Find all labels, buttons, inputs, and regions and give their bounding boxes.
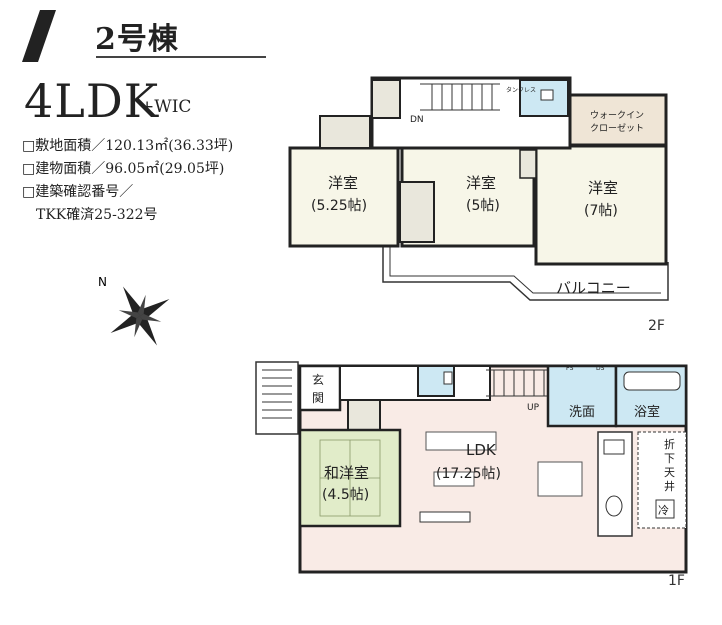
toilet-tank-label: タンクレス xyxy=(506,86,536,94)
ceiling-label-4: 井 xyxy=(664,479,675,493)
room-east-size: (7帖) xyxy=(584,203,618,219)
spec-land-area: □敷地面積／120.13㎡(36.33坪) xyxy=(22,138,234,154)
ceiling-label-1: 折 xyxy=(664,437,675,451)
floor-1-plan: 玄 関 UP PS DS 洗面 浴室 和洋室 (4.5帖) xyxy=(255,361,688,574)
layout-type: 4LDK xyxy=(24,74,160,128)
wic-label-1: ウォークイン xyxy=(590,110,644,121)
room-west xyxy=(288,146,400,248)
ceiling-label-2: 下 xyxy=(664,452,675,465)
wic-label-2: クローゼット xyxy=(590,122,644,134)
room-west-name: 洋室 xyxy=(328,174,358,192)
washroom xyxy=(546,364,618,428)
ldk-name: LDK xyxy=(466,441,497,459)
title-slash-mark xyxy=(22,10,56,62)
room-west-size: (5.25帖) xyxy=(311,198,367,214)
entrance-label-1: 玄 xyxy=(312,372,324,387)
floor-2-plan: バルコニー ウォークイン クローゼット タンクレス DN 洋室 (5.25帖) xyxy=(288,76,669,301)
room-middle-name: 洋室 xyxy=(466,174,496,192)
fridge-label: 冷 xyxy=(658,504,669,517)
walk-in-closet xyxy=(568,93,668,147)
japanese-room-name: 和洋室 xyxy=(324,464,369,482)
washroom-label: 洗面 xyxy=(569,405,595,420)
entrance-label-2: 関 xyxy=(312,391,324,405)
layout-extra: +WIC xyxy=(140,97,192,117)
closet-w xyxy=(319,115,371,149)
japanese-room-size: (4.5帖) xyxy=(322,487,369,503)
title-underline xyxy=(96,56,266,58)
balcony-label: バルコニー xyxy=(556,279,631,297)
building-title: 2号棟 xyxy=(95,22,179,57)
spec-permit-number: TKK確済25-322号 xyxy=(36,207,158,223)
stairs-up-label: UP xyxy=(527,403,540,413)
balcony-rail xyxy=(382,244,669,301)
entrance xyxy=(298,364,342,412)
floor-1-label: 1F xyxy=(668,573,685,589)
spec-building-area: □建物面積／96.05㎡(29.05坪) xyxy=(22,161,225,177)
ldk-size: (17.25帖) xyxy=(436,466,501,482)
room-east xyxy=(534,144,668,266)
ceiling-label-3: 天 xyxy=(664,466,675,479)
ps-label: PS xyxy=(566,365,574,372)
kitchen-counter xyxy=(597,431,633,537)
spec-permit-label: □建築確認番号／ xyxy=(22,184,134,200)
ds-label: DS xyxy=(596,365,605,372)
room-middle-size: (5帖) xyxy=(466,198,500,214)
compass-rose: N xyxy=(98,275,170,346)
stairs-down-label: DN xyxy=(410,115,424,125)
bathroom-label: 浴室 xyxy=(634,404,660,420)
closet-nw xyxy=(371,79,401,119)
floor-2-label: 2F xyxy=(648,318,665,334)
porch xyxy=(255,361,299,435)
room-east-name: 洋室 xyxy=(588,179,618,197)
compass-north-label: N xyxy=(98,275,107,289)
